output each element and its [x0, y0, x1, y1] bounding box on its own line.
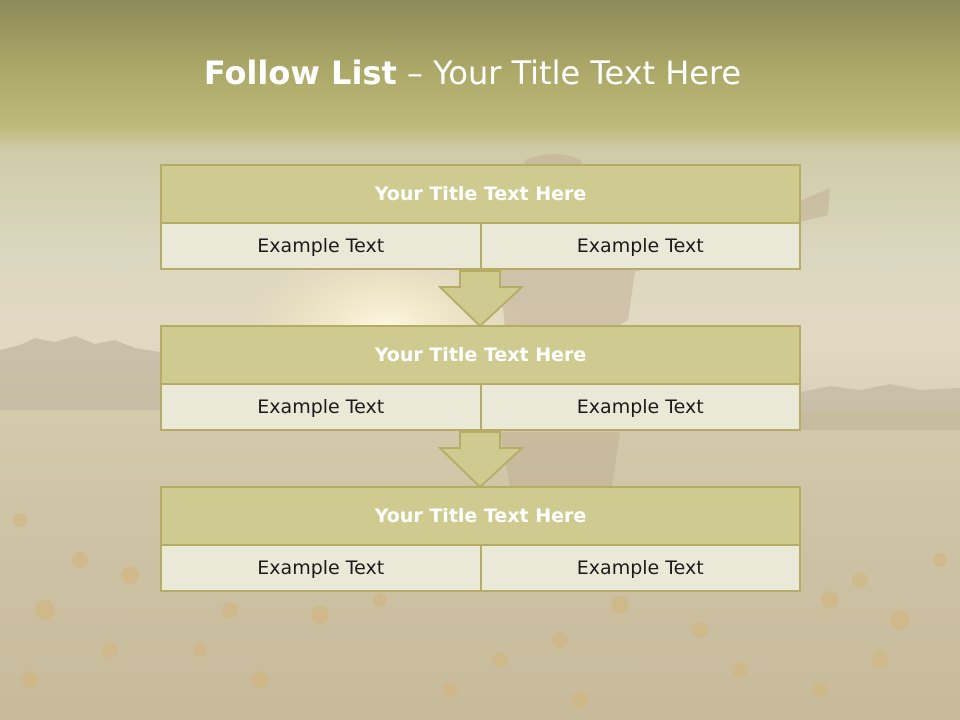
person-silhouette-lower: [500, 432, 620, 488]
slide-title-rest: – Your Title Text Here: [396, 54, 742, 92]
step-block: Your Title Text Here Example Text Exampl…: [160, 486, 801, 592]
down-arrow-icon: [438, 431, 524, 489]
step-block: Your Title Text Here Example Text Exampl…: [160, 164, 801, 270]
down-arrow-icon: [438, 270, 524, 328]
tree-line-right: [800, 384, 960, 430]
step-row: Example Text Example Text: [162, 385, 799, 429]
step-cell-right[interactable]: Example Text: [479, 224, 799, 268]
step-row: Example Text Example Text: [162, 546, 799, 590]
step-cell-left[interactable]: Example Text: [162, 546, 480, 590]
step-cell-right[interactable]: Example Text: [479, 546, 799, 590]
step-cell-right[interactable]: Example Text: [479, 385, 799, 429]
step-title[interactable]: Your Title Text Here: [162, 488, 799, 546]
step-block: Your Title Text Here Example Text Exampl…: [160, 325, 801, 431]
tree-line-left: [0, 336, 160, 410]
step-title[interactable]: Your Title Text Here: [162, 327, 799, 385]
step-title[interactable]: Your Title Text Here: [162, 166, 799, 224]
step-cell-left[interactable]: Example Text: [162, 224, 480, 268]
step-row: Example Text Example Text: [162, 224, 799, 268]
step-cell-left[interactable]: Example Text: [162, 385, 480, 429]
dandelion-flowers: [13, 513, 947, 709]
slide-title-bold: Follow List: [203, 54, 397, 92]
slide-title: Follow List – Your Title Text Here: [0, 54, 945, 92]
